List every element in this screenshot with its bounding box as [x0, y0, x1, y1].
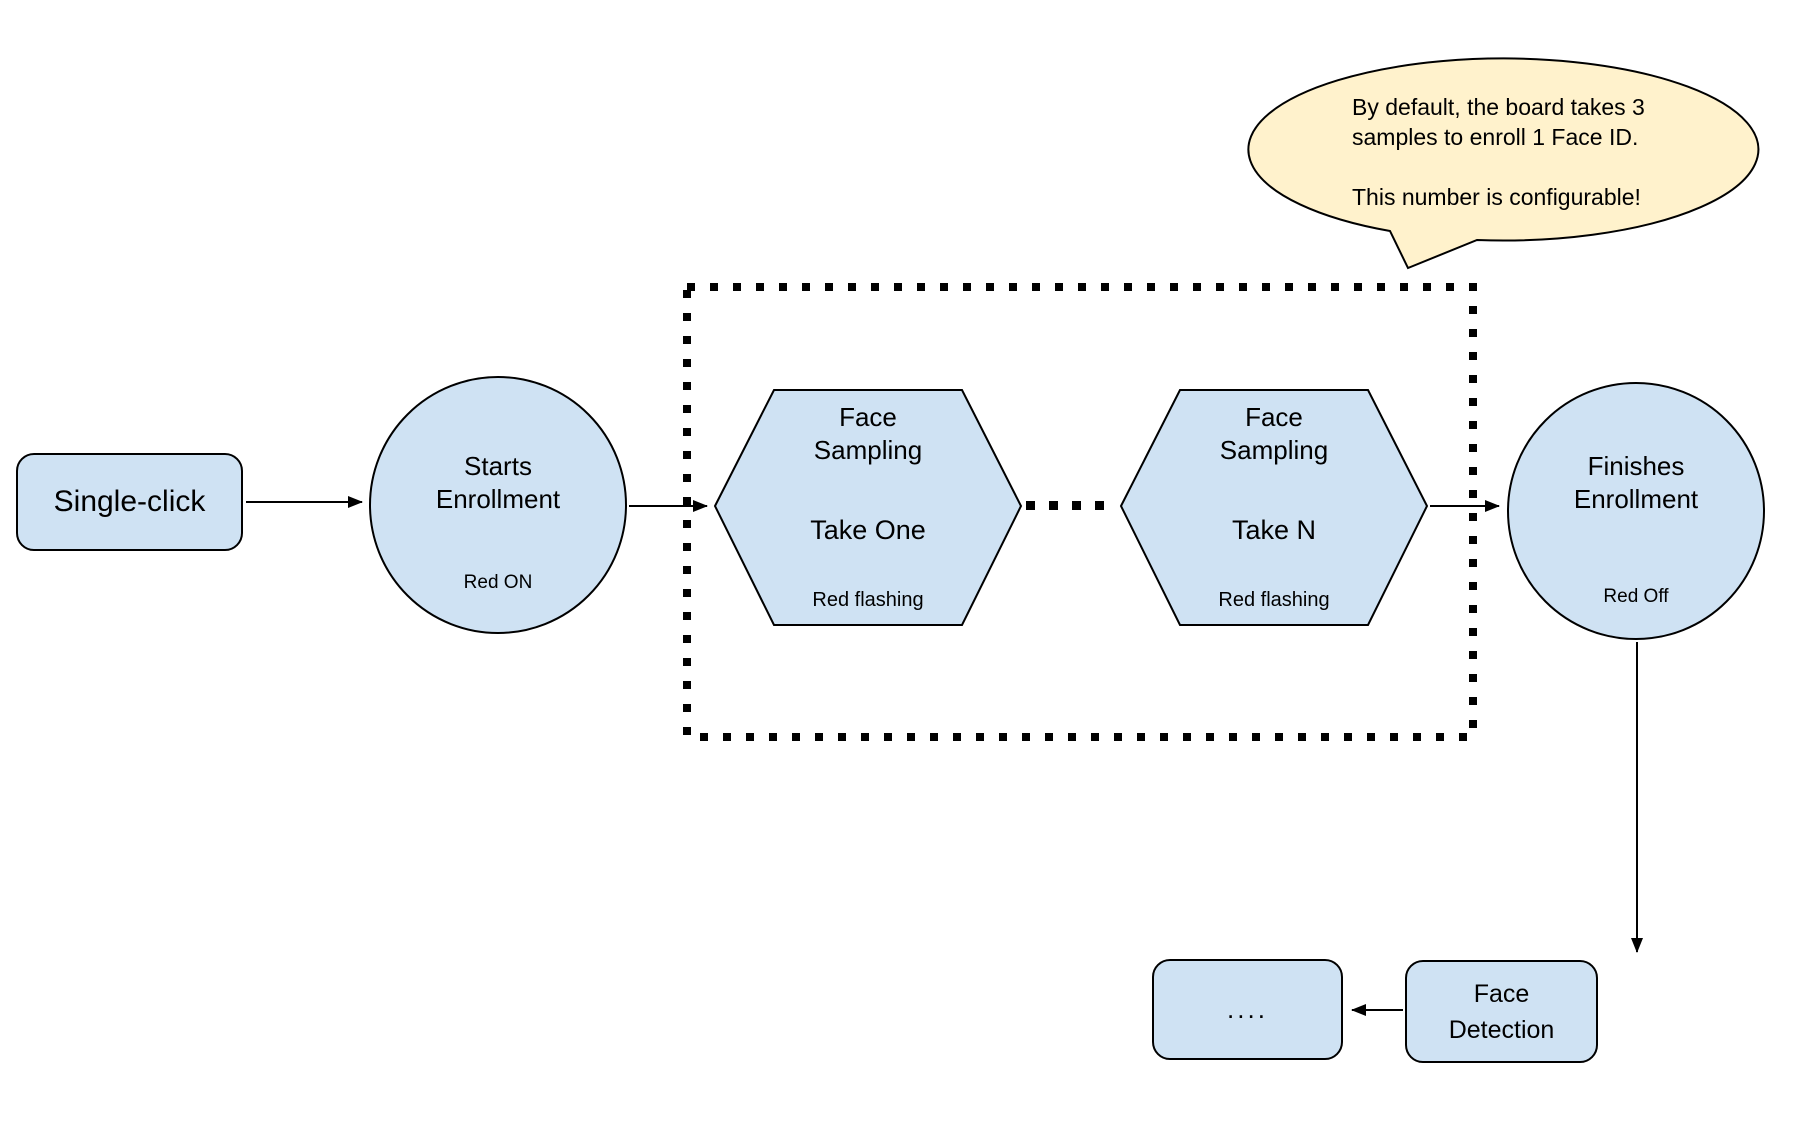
dot [1072, 501, 1081, 510]
node-single-click: Single-click [16, 453, 243, 551]
hexagon-face-sampling-take-one [713, 389, 1023, 626]
single-click-label: Single-click [53, 485, 206, 518]
node-face-detection: Face Detection [1405, 960, 1598, 1063]
finishes-enrollment-status: Red Off [1603, 586, 1669, 607]
node-continuation: .... [1152, 959, 1343, 1060]
dot [1049, 501, 1058, 510]
face-sampling-one-label: Face Sampling [813, 402, 923, 465]
callout-text: By default, the board takes 3 samples to… [1352, 94, 1645, 210]
dot [1095, 501, 1104, 510]
face-sampling-n-status: Red flashing [1218, 589, 1330, 611]
finishes-enrollment-label: Finishes Enrollment [1573, 451, 1699, 514]
face-sampling-n-take-label: Take N [1231, 515, 1317, 545]
face-detection-label: Face Detection [1448, 979, 1555, 1044]
node-finishes-enrollment [1507, 382, 1765, 640]
node-starts-enrollment [369, 376, 627, 634]
sampling-loop-dashed-border [683, 283, 1477, 741]
repetition-dots [1026, 501, 1104, 510]
hexagon-face-sampling-take-n [1119, 389, 1429, 626]
face-sampling-one-take-label: Take One [810, 515, 926, 545]
callout-speech-bubble [1247, 57, 1760, 270]
dot [1026, 501, 1035, 510]
starts-enrollment-status: Red ON [463, 572, 533, 593]
starts-enrollment-label: Starts Enrollment [435, 451, 561, 514]
face-sampling-one-status: Red flashing [812, 589, 924, 611]
face-sampling-n-label: Face Sampling [1219, 402, 1329, 465]
continuation-label: .... [1227, 994, 1268, 1024]
